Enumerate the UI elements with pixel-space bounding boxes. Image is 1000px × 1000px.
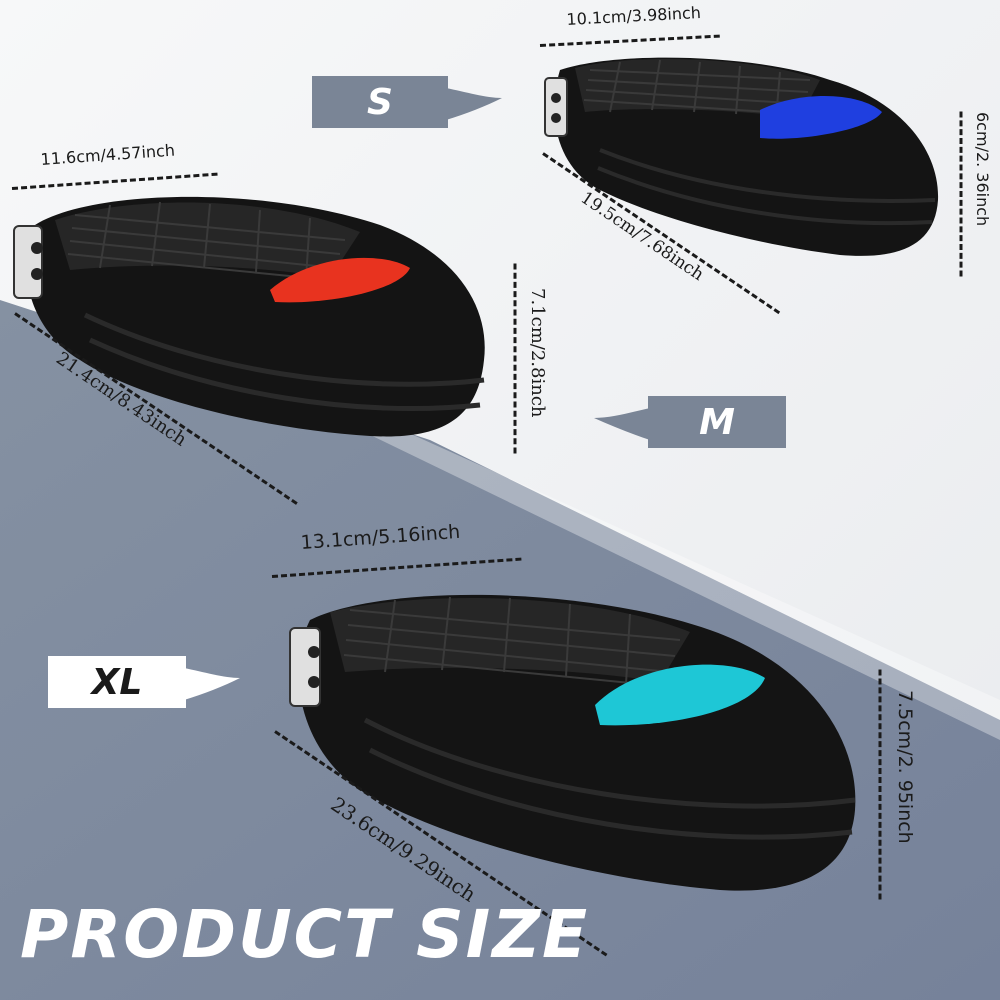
sole-insert-s: [760, 95, 882, 139]
dim-line-xl-height: [878, 669, 882, 900]
dim-line-m-height: [513, 263, 517, 454]
size-tag-s-pointer: [446, 88, 502, 120]
size-tag-xl-label: XL: [91, 661, 143, 703]
sole-insert-m: [270, 257, 410, 303]
size-tag-xl: XL: [48, 656, 186, 708]
dim-label-s-height: 6cm/2. 36inch: [973, 112, 992, 227]
size-tag-m-pointer: [594, 408, 650, 440]
dim-label-xl-height: 7.5cm/2. 95inch: [894, 690, 916, 844]
dim-line-s-height: [959, 111, 963, 277]
size-tag-xl-pointer: [184, 668, 240, 700]
sole-insert-xl: [595, 664, 765, 726]
size-tag-m-label: M: [699, 401, 735, 443]
dim-label-m-height: 7.1cm/2.8inch: [527, 288, 548, 418]
size-tag-m: M: [648, 396, 786, 448]
size-tag-s-label: S: [367, 81, 393, 123]
page-title: PRODUCT SIZE: [20, 896, 590, 973]
size-tag-s: S: [312, 76, 448, 128]
